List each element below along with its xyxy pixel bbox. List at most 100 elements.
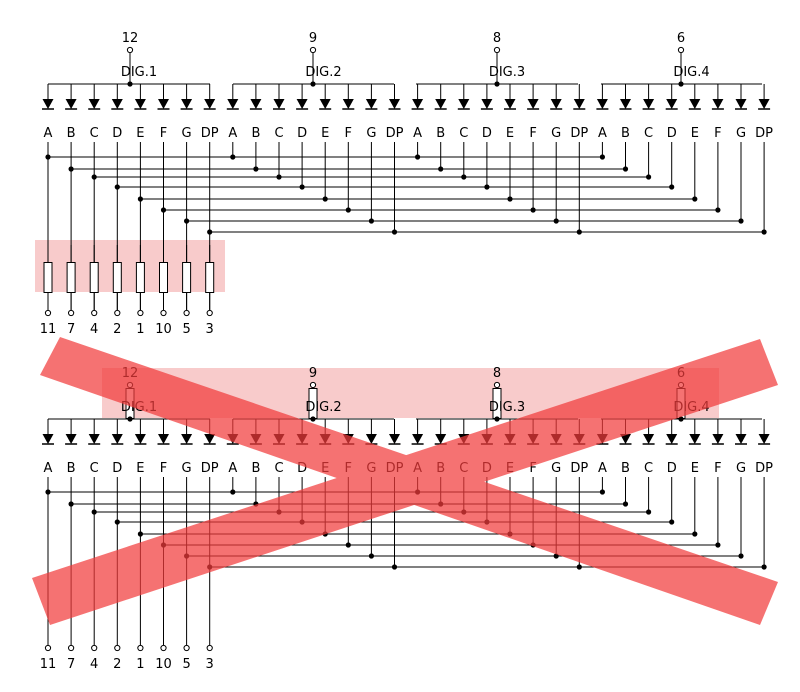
segment-label: C [90, 126, 99, 141]
segment-label: C [644, 461, 653, 476]
diode-icon [111, 99, 123, 109]
segment-label: B [67, 461, 76, 476]
junction-dot [45, 154, 51, 160]
segment-label: D [297, 461, 307, 476]
pin-terminal [126, 46, 134, 54]
diode-icon [65, 99, 77, 109]
diode-icon [735, 99, 747, 109]
pin-terminal [114, 644, 121, 652]
diode-icon [158, 434, 169, 444]
segment-label: DP [570, 126, 588, 141]
digit-label: DIG.3 [489, 65, 525, 80]
segment-label: DP [570, 461, 588, 476]
segment-label: A [228, 126, 237, 141]
segment-label: A [44, 126, 53, 141]
diode-icon [181, 99, 193, 109]
junction-dot [207, 229, 213, 235]
segment-label: B [251, 461, 260, 476]
diode-icon [758, 99, 770, 109]
segment-label: F [714, 126, 721, 141]
resistor-icon [182, 262, 192, 293]
segment-label: A [413, 126, 422, 141]
diode-icon [458, 99, 470, 109]
diode-icon [365, 99, 377, 109]
segment-pin-label: 10 [155, 657, 172, 672]
pin-terminal [114, 309, 121, 317]
pin-terminal [91, 644, 98, 652]
resistor-icon [135, 262, 145, 293]
junction-dot [114, 519, 120, 525]
pin-terminal [160, 309, 167, 317]
diode-icon [204, 99, 216, 109]
segment-label: E [506, 126, 514, 141]
diode-icon [42, 434, 54, 444]
segment-label: B [436, 126, 445, 141]
segment-label: E [691, 461, 699, 476]
junction-dot [160, 207, 167, 213]
segment-pin-label: 5 [182, 322, 190, 337]
common-pin-label: 6 [677, 31, 685, 46]
segment-label: A [598, 461, 607, 476]
junction-dot [91, 174, 97, 180]
junction-dot [91, 509, 97, 515]
pin-terminal [677, 46, 685, 54]
segment-label: D [112, 461, 122, 476]
diode-icon [250, 99, 262, 109]
segment-label: E [136, 126, 144, 141]
segment-label: B [67, 126, 76, 141]
segment-label: C [459, 126, 468, 141]
crossed-out-mark [32, 337, 778, 625]
junction-dot [45, 489, 51, 495]
segment-pin-label: 2 [113, 322, 121, 337]
diode-icon [573, 99, 585, 109]
segment-label: E [136, 461, 144, 476]
diode-icon [42, 99, 54, 109]
segment-pin-label: 4 [90, 657, 98, 672]
diode-icon [620, 434, 631, 444]
resistor-icon [205, 262, 215, 293]
diode-icon [342, 99, 354, 109]
pin-terminal [44, 309, 52, 317]
digit-label: DIG.2 [305, 400, 341, 415]
segment-label: D [667, 126, 677, 141]
resistor-icon [66, 262, 76, 293]
digit-label: DIG.4 [673, 65, 709, 80]
diode-icon [620, 99, 631, 109]
diode-icon [65, 434, 77, 444]
common-pin-label: 12 [122, 31, 139, 46]
segment-pin-label: 2 [113, 657, 121, 672]
segment-label: F [529, 461, 536, 476]
diode-icon [296, 99, 308, 109]
pin-terminal [68, 644, 75, 652]
segment-label: E [691, 126, 699, 141]
segment-label: F [160, 461, 167, 476]
segment-label: G [366, 126, 376, 141]
segment-label: E [321, 126, 329, 141]
pin-terminal [44, 644, 52, 652]
diode-icon [273, 99, 285, 109]
segment-pin-label: 11 [40, 657, 57, 672]
diode-icon [88, 434, 100, 444]
common-pin-label: 8 [493, 31, 501, 46]
segment-label: B [621, 461, 630, 476]
diode-icon [181, 434, 193, 444]
junction-dot [68, 501, 74, 507]
common-pin-label: 9 [309, 31, 317, 46]
segment-label: D [482, 126, 492, 141]
diode-icon [666, 99, 678, 109]
diode-icon [689, 434, 701, 444]
common-pin-label: 9 [309, 366, 317, 381]
pin-terminal [183, 309, 190, 317]
diode-icon [319, 99, 331, 109]
pin-terminal [68, 309, 75, 317]
digit-label: DIG.2 [305, 65, 341, 80]
diode-icon [204, 434, 216, 444]
pin-terminal [309, 381, 317, 389]
resistor-highlight [35, 240, 225, 292]
segment-label: F [160, 126, 167, 141]
diode-icon [412, 434, 424, 444]
diode-icon [134, 99, 146, 109]
cross-stroke [32, 339, 778, 625]
